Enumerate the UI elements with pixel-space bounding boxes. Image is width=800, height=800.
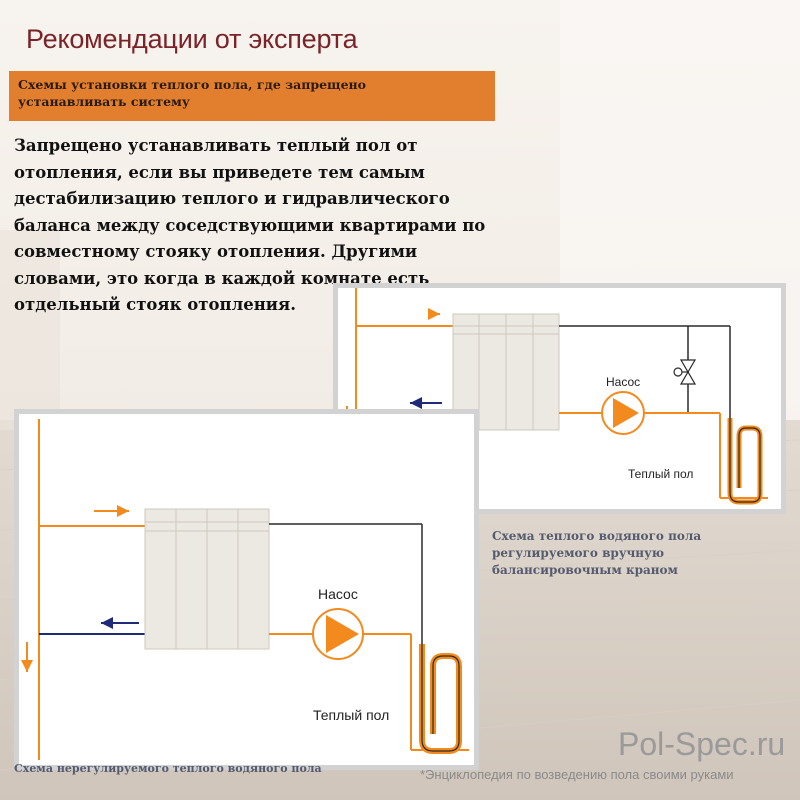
return-pipe [39,617,145,635]
floor-label: Теплый пол [313,707,389,723]
floor-label: Теплый пол [628,467,693,481]
radiator [144,508,270,650]
balancing-valve-icon [673,359,697,385]
floor-loop [727,418,763,505]
bypass-pipe [559,325,731,418]
supply-pipe [39,505,145,527]
floor-loop [419,644,462,754]
pump-label: Насос [606,375,640,389]
body-paragraph: Запрещено устанавливать теплый пол от от… [14,136,486,314]
section-banner [9,71,495,121]
pump-icon [312,608,364,660]
pump-label: Насос [318,586,358,602]
riser-pipe [21,419,40,760]
brand-logo-text: Pol-Spec.ru [618,726,786,762]
diagram-balanced-caption: Схема теплого водяного пола регулируемог… [492,529,702,577]
page-title: Рекомендации от эксперта [26,24,358,54]
pump-icon [601,391,645,435]
pump-supply-pipe [269,633,469,751]
section-banner-text: Схемы установки теплого пола, где запрещ… [18,77,367,109]
top-pipe [269,523,423,644]
supply-pipe [356,308,453,327]
diagram-unregulated-frame: Насос Теплый пол [14,409,479,770]
diagram-unregulated-caption: Схема нерегулируемого теплого водяного п… [14,762,322,775]
diagram-unregulated: Насос Теплый пол [21,419,469,760]
brand-subtitle: *Энциклопедия по возведению пола своими … [420,767,734,782]
